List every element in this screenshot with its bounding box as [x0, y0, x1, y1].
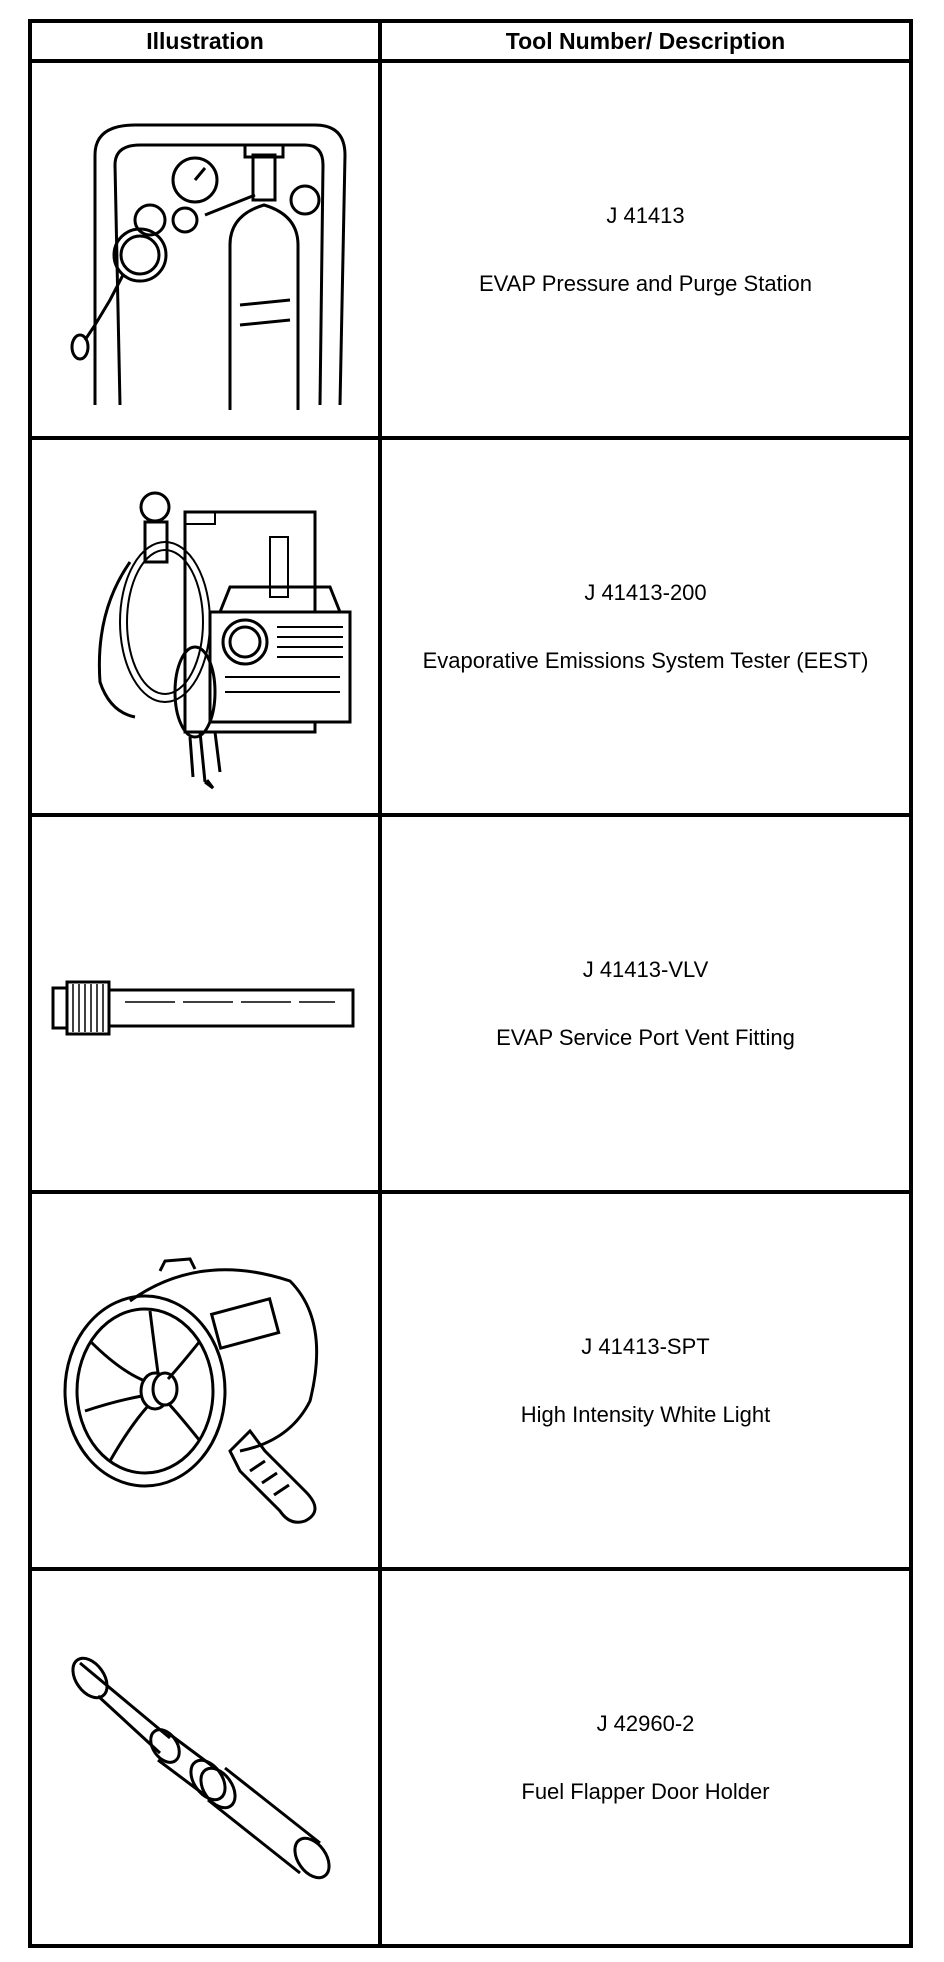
tool-description-cell: J 41413-200 Evaporative Emissions System… [378, 436, 913, 817]
table-row: J 41413-200 Evaporative Emissions System… [28, 436, 913, 817]
tool-description: Fuel Flapper Door Holder [521, 1778, 770, 1804]
tool-number: J 41413-SPT [581, 1333, 710, 1359]
tool-description: EVAP Pressure and Purge Station [478, 270, 813, 296]
illustration-cell [28, 1567, 382, 1948]
illustration-cell [28, 813, 382, 1194]
illustration-cell [28, 1190, 382, 1571]
illustration-cell [28, 436, 382, 817]
tool-description-cell: J 41413-SPT High Intensity White Light [378, 1190, 913, 1571]
tool-description-cell: J 42960-2 Fuel Flapper Door Holder [378, 1567, 913, 1948]
tool-description: Evaporative Emissions System Tester (EES… [422, 647, 869, 673]
table-row: J 41413 EVAP Pressure and Purge Station [28, 59, 913, 440]
tool-description: EVAP Service Port Vent Fitting [496, 1024, 795, 1050]
vent-fitting-icon [51, 980, 355, 1035]
special-tools-table: Illustration Tool Number/ Description [28, 19, 913, 1948]
tool-description: High Intensity White Light [520, 1401, 771, 1427]
tool-number: J 41413-VLV [582, 956, 709, 982]
flapper-door-holder-icon [71, 1656, 331, 1879]
table-row: J 42960-2 Fuel Flapper Door Holder [28, 1567, 913, 1948]
spotlight-icon [63, 1256, 319, 1524]
header-tool-description: Tool Number/ Description [378, 19, 913, 63]
header-row: Illustration Tool Number/ Description [28, 19, 913, 63]
tool-number: J 41413-200 [584, 579, 707, 605]
tool-number: J 41413 [606, 202, 685, 228]
tool-description-cell: J 41413-VLV EVAP Service Port Vent Fitti… [378, 813, 913, 1194]
pressure-purge-station-icon [70, 123, 347, 410]
tool-number: J 42960-2 [596, 1710, 695, 1736]
table-row: J 41413-SPT High Intensity White Light [28, 1190, 913, 1571]
illustration-cell [28, 59, 382, 440]
table-row: J 41413-VLV EVAP Service Port Vent Fitti… [28, 813, 913, 1194]
emissions-tester-icon [97, 491, 352, 789]
tool-description-cell: J 41413 EVAP Pressure and Purge Station [378, 59, 913, 440]
header-illustration: Illustration [28, 19, 382, 63]
